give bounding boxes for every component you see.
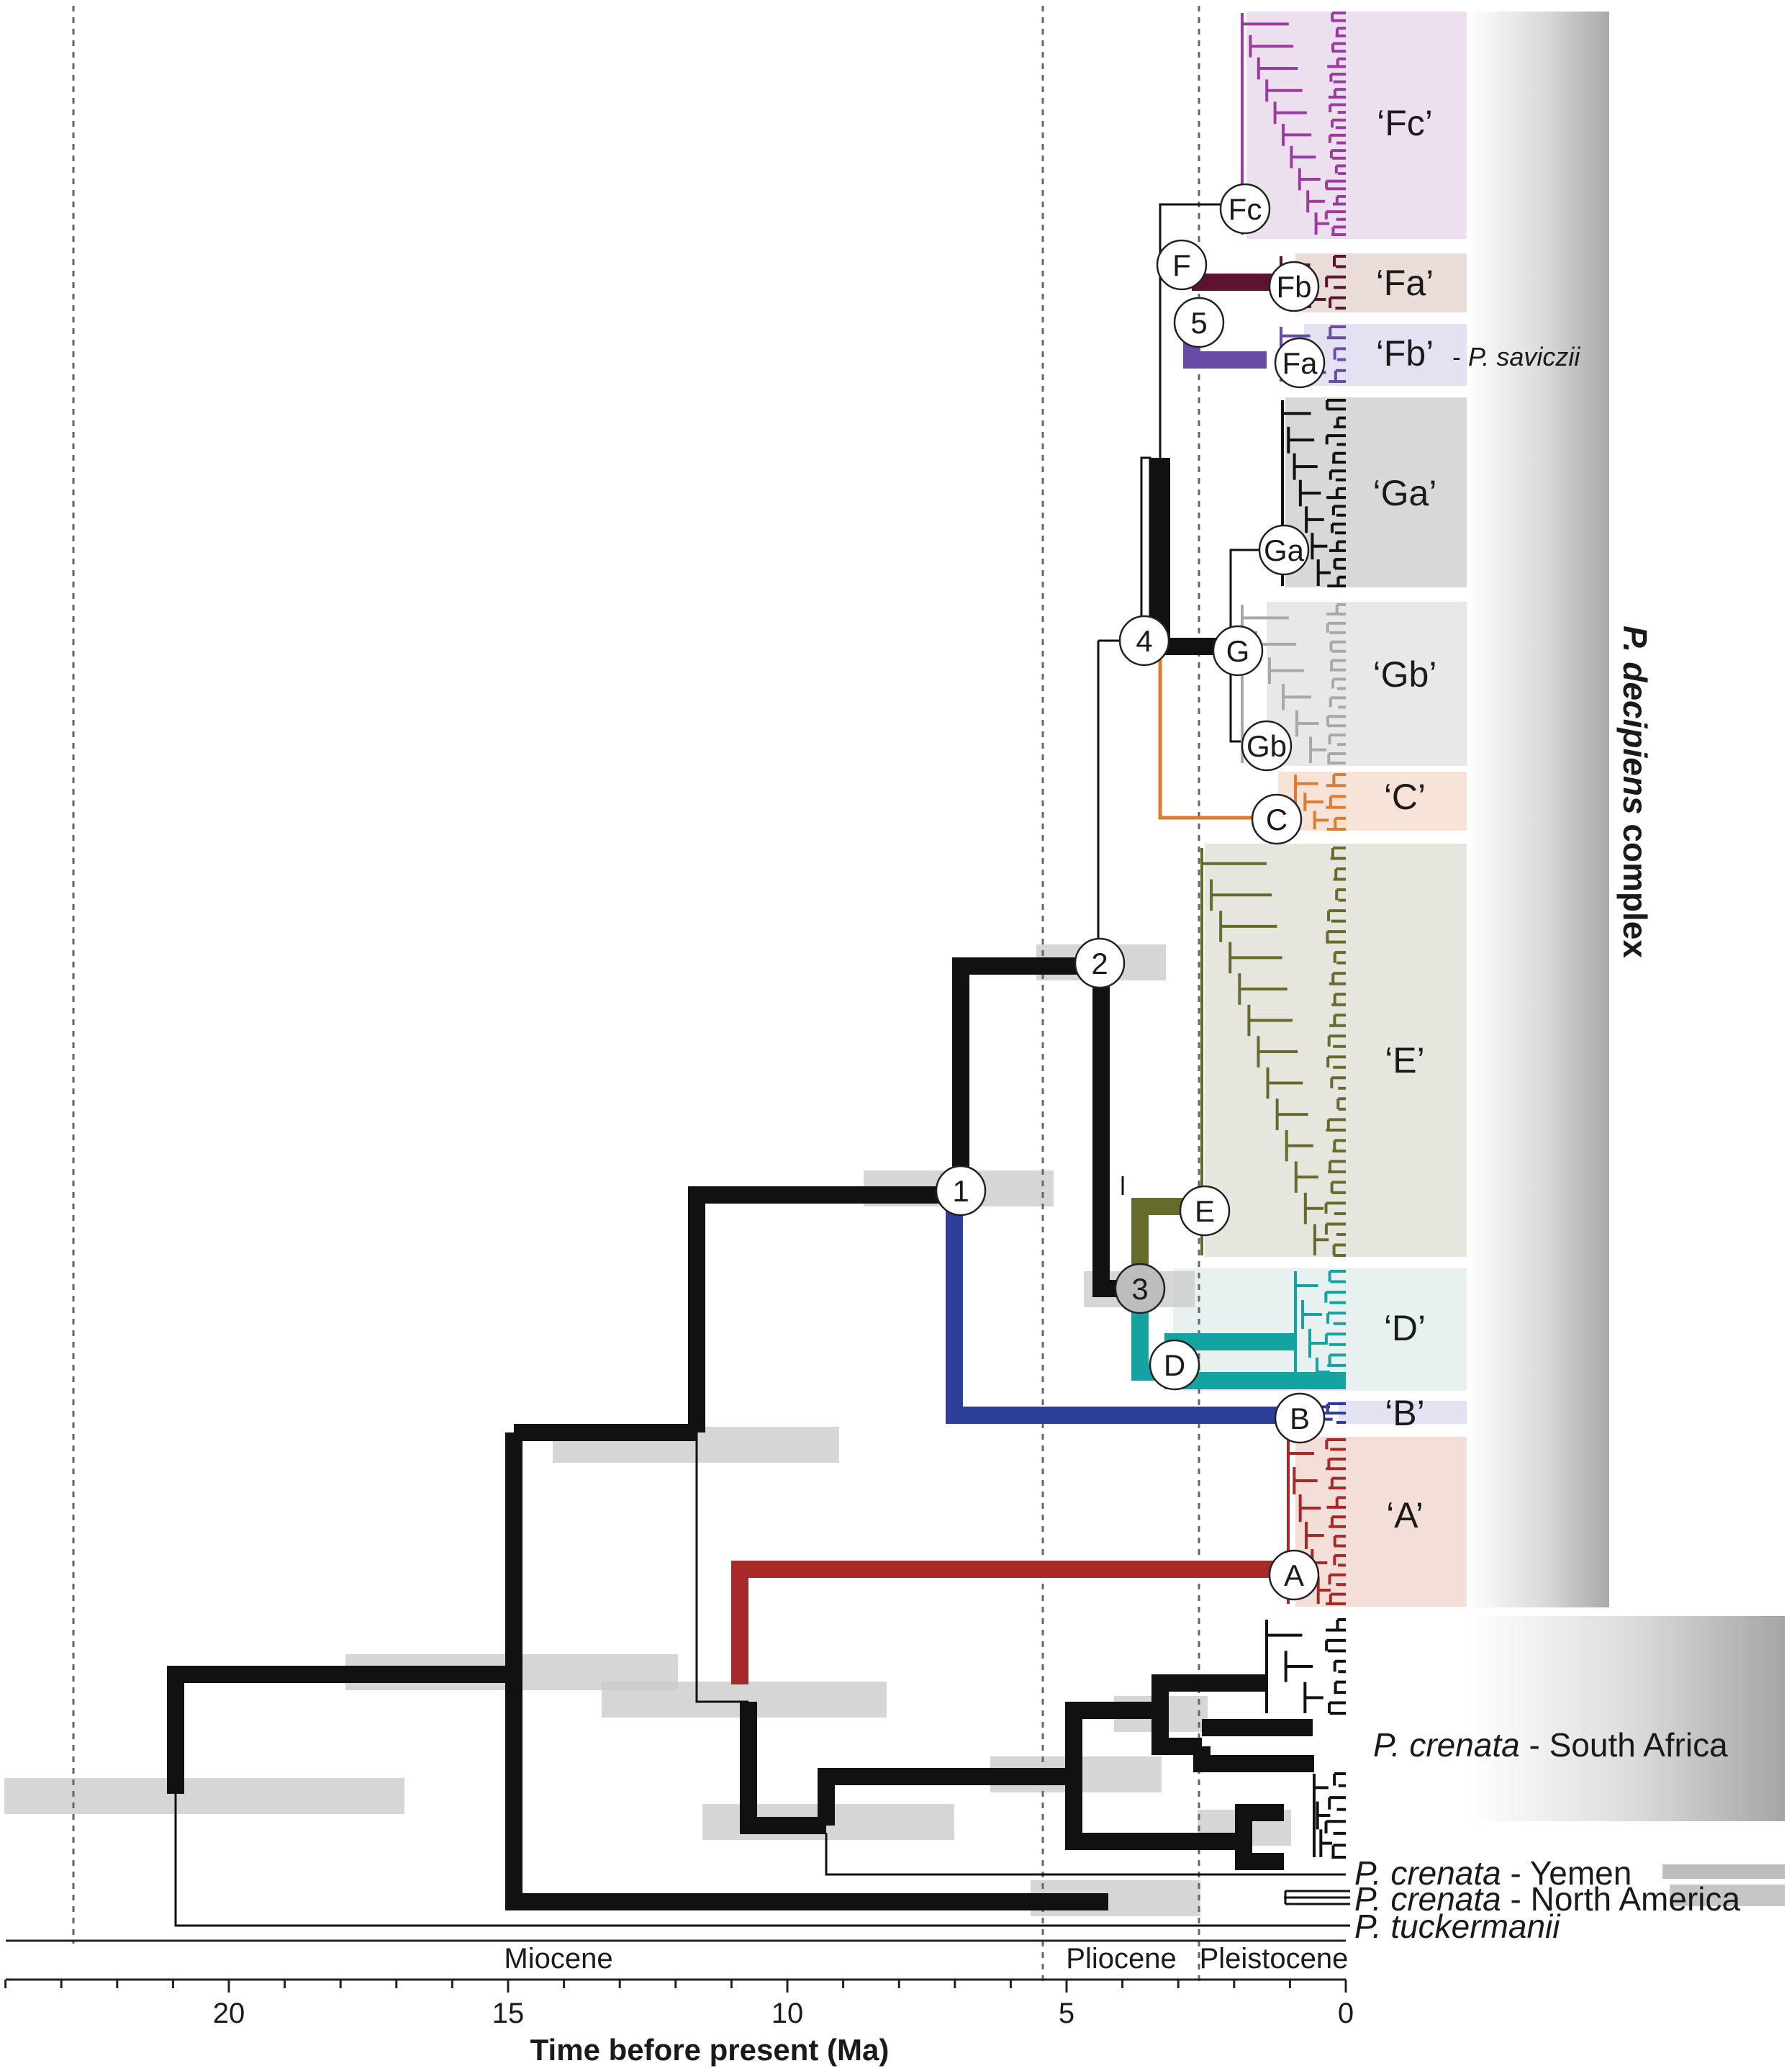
node-label: Ga	[1264, 533, 1305, 567]
axis-tick-label: 10	[771, 1998, 804, 2029]
taxon-tuckermanii: P. tuckermanii	[1354, 1908, 1561, 1945]
tips-ga	[1281, 399, 1346, 587]
node-g: G	[1212, 625, 1264, 677]
clade-box-gb	[1267, 602, 1467, 766]
node-d: D	[1149, 1339, 1200, 1391]
node4-right-bar	[1154, 458, 1170, 645]
clade-label-ga: ‘Ga’	[1373, 473, 1437, 513]
axis-title: Time before present (Ma)	[530, 2033, 890, 2067]
node-b: B	[1274, 1392, 1326, 1444]
axis-tick-label: 0	[1338, 1998, 1354, 2029]
tips-fc	[1241, 12, 1346, 236]
clade-box-e	[1205, 844, 1467, 1257]
clade-label-d: ‘D’	[1384, 1308, 1426, 1348]
epoch-pliocene: Pliocene	[1066, 1943, 1176, 1975]
saviczii-label: - P. saviczii	[1452, 342, 1580, 371]
node-label: 4	[1136, 624, 1152, 658]
time-axis: 20 15 10 5 0	[4, 1978, 1354, 2029]
taxon-south-africa: P. crenata - South Africa	[1373, 1726, 1728, 1764]
clade-label-fb: ‘Fb’	[1376, 333, 1434, 374]
yemen-gradient-bar	[1662, 1864, 1785, 1879]
node-fa: Fa	[1274, 337, 1326, 389]
node-fc: Fc	[1219, 183, 1271, 235]
node-label: F	[1172, 248, 1191, 282]
node-1: 1	[935, 1165, 987, 1217]
clade-label-c: ‘C’	[1384, 777, 1426, 817]
clade-label-b: ‘B’	[1385, 1393, 1425, 1433]
node-4: 4	[1118, 615, 1170, 667]
clade-label-fc: ‘Fc’	[1377, 103, 1433, 143]
complex-title: P. decipiens complex	[1616, 626, 1654, 958]
node-ga: Ga	[1258, 524, 1310, 576]
south-africa-gradient-bar	[1467, 1616, 1785, 1821]
clade-box-b	[1339, 1401, 1467, 1424]
clade-label-fa: ‘Fa’	[1376, 263, 1434, 303]
tips-sa-upper	[1265, 1618, 1346, 1715]
node-3: 3	[1114, 1263, 1166, 1314]
node-gb: Gb	[1241, 720, 1293, 772]
epoch-lines	[72, 6, 1200, 1987]
clade-box-d	[1173, 1268, 1467, 1391]
node-label: E	[1195, 1194, 1215, 1228]
clade-label-a: ‘A’	[1386, 1495, 1424, 1535]
axis-tick-label: 15	[492, 1998, 525, 2029]
clade-box-fa	[1295, 253, 1467, 312]
epoch-miocene: Miocene	[504, 1943, 612, 1975]
tip-clades	[1200, 12, 1346, 1859]
node-label: 5	[1190, 306, 1207, 340]
tips-d	[1294, 1270, 1346, 1388]
clade-box-a	[1295, 1437, 1467, 1607]
tips-c	[1294, 773, 1346, 831]
node-fb: Fb	[1268, 261, 1320, 312]
complex-gradient-bar	[1467, 12, 1609, 1607]
node-f: F	[1156, 239, 1208, 291]
node-label: 2	[1091, 947, 1108, 980]
north-america-gradient-bar	[1670, 1885, 1785, 1906]
node-label: D	[1164, 1348, 1185, 1382]
node-label: B	[1290, 1402, 1310, 1435]
taxon-north-america: P. crenata - North America	[1354, 1880, 1740, 1918]
clade-label-gb: ‘Gb’	[1373, 654, 1437, 695]
node-label: Fa	[1282, 346, 1318, 380]
node-2: 2	[1074, 937, 1126, 989]
node-e: E	[1179, 1185, 1231, 1237]
node-label: G	[1226, 634, 1250, 668]
node-label: 1	[952, 1174, 969, 1208]
node-label: Gb	[1246, 729, 1287, 763]
epoch-pleistocene: Pleistocene	[1200, 1943, 1349, 1975]
clade-label-e: ‘E’	[1385, 1040, 1425, 1080]
tips-sa-lower	[1313, 1772, 1346, 1859]
node-c: C	[1251, 793, 1303, 845]
node-label: 3	[1131, 1272, 1148, 1306]
tips-gb	[1241, 603, 1346, 764]
axis-tick-label: 5	[1059, 1998, 1074, 2029]
node-label: A	[1284, 1558, 1304, 1592]
node-label: Fc	[1228, 192, 1262, 226]
node-label: C	[1266, 803, 1288, 836]
axis-tick-label: 20	[213, 1998, 245, 2029]
node-a: A	[1268, 1549, 1320, 1601]
node-5: 5	[1173, 297, 1225, 348]
taxon-yemen: P. crenata - Yemen	[1354, 1854, 1632, 1892]
node-label: Fb	[1276, 270, 1311, 304]
